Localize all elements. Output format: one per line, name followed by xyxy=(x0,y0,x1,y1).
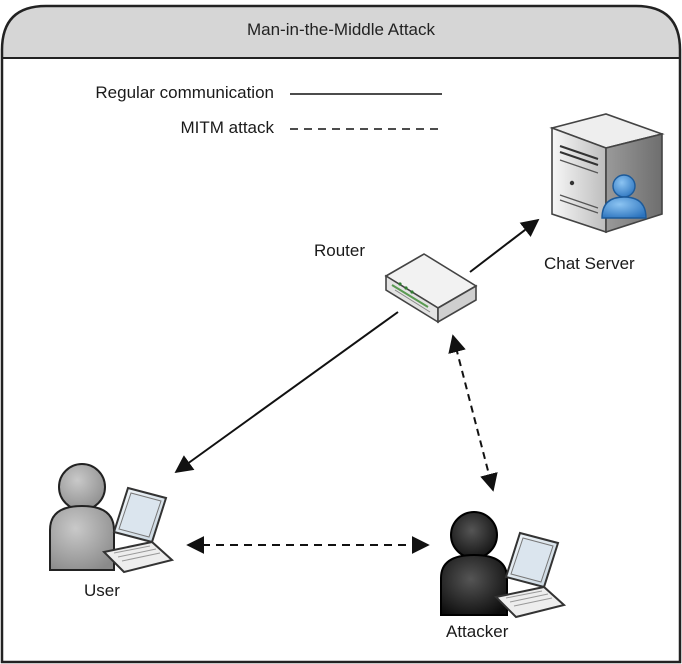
legend-regular-label: Regular communication xyxy=(95,83,274,102)
router-label: Router xyxy=(314,241,366,260)
attacker-person-icon xyxy=(440,511,508,616)
attacker-laptop-icon xyxy=(493,531,567,619)
user-laptop-icon xyxy=(101,486,175,574)
edge-router-attacker xyxy=(448,334,498,492)
edge-router-server xyxy=(469,218,540,273)
server-user-icon xyxy=(601,174,647,219)
legend-mitm-label: MITM attack xyxy=(180,118,274,137)
edge-user-router xyxy=(174,311,399,474)
user-person-icon xyxy=(49,463,115,571)
router-icon xyxy=(384,253,478,324)
title-bar xyxy=(2,6,680,58)
diagram-title: Man-in-the-Middle Attack xyxy=(246,20,436,39)
frame-border xyxy=(0,4,682,664)
user-label: User xyxy=(84,581,120,600)
attacker-label: Attacker xyxy=(446,622,509,641)
chat-server-label: Chat Server xyxy=(544,254,635,273)
frame xyxy=(0,4,682,664)
